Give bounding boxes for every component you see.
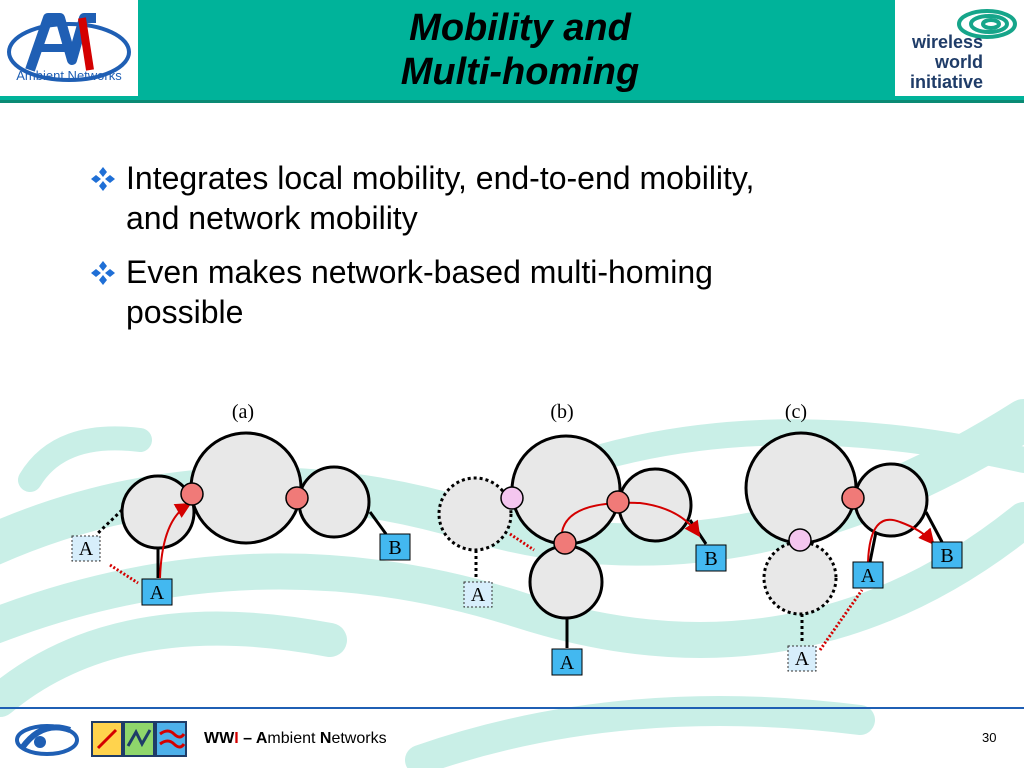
handover-arrow <box>109 563 139 585</box>
node-label: A <box>471 584 486 606</box>
node-label-box <box>551 648 583 676</box>
solid-link <box>368 511 388 535</box>
network-cloud <box>510 434 622 546</box>
dotted-link <box>94 508 124 537</box>
node-label: A <box>79 538 94 560</box>
panel-c: B A A <box>744 431 963 672</box>
panel-a: A A B <box>71 431 411 606</box>
anchor-node <box>553 531 577 555</box>
header-rule <box>0 100 1024 103</box>
route-arrow <box>867 518 935 563</box>
panel-b: A A B <box>437 434 727 676</box>
panel-label-a: (a) <box>232 401 254 423</box>
footer-text: WWI – Ambient Networks <box>204 730 387 748</box>
anchor-node <box>841 486 865 510</box>
footer-mbient: mbient <box>267 730 320 747</box>
title-line-1: Mobility and <box>409 7 631 49</box>
footer-n: N <box>319 730 332 747</box>
bullet-2-line-1: Even makes network-based multi-homing <box>126 254 713 290</box>
anchor-node <box>788 528 812 552</box>
footer-a: A <box>255 730 268 747</box>
footer-ww: WW <box>204 730 235 747</box>
bullet-1-line-2: and network mobility <box>126 200 418 236</box>
diamond-bullet-icon <box>91 167 115 191</box>
node-label: B <box>940 545 953 567</box>
right-logo-line3: initiative <box>910 72 983 92</box>
footer-etworks: etworks <box>331 730 387 747</box>
footer-dash: – <box>238 730 256 747</box>
node-label-box <box>379 533 411 561</box>
slide-title: Mobility and Multi-homing <box>300 6 740 94</box>
network-cloud <box>437 476 513 552</box>
panel-label-b: (b) <box>550 401 573 423</box>
node-label-box <box>931 541 963 569</box>
bullet-2-line-2: possible <box>126 294 244 330</box>
node-label-box <box>787 645 817 672</box>
bullet-item: Integrates local mobility, end-to-end mo… <box>90 158 920 238</box>
handover-arrow <box>818 589 864 651</box>
solid-link <box>868 531 878 563</box>
route-arrow <box>561 501 701 538</box>
node-label: A <box>795 648 810 670</box>
node-label-box <box>852 561 884 589</box>
anchor-node <box>285 486 309 510</box>
anchor-node <box>500 486 524 510</box>
solid-link <box>688 519 708 545</box>
network-cloud <box>853 462 929 538</box>
network-cloud <box>762 540 838 616</box>
handover-arrow <box>509 532 535 552</box>
node-label: B <box>388 537 401 559</box>
footer-logo-ist <box>91 721 187 757</box>
solid-link <box>924 511 944 543</box>
ambient-networks-logo: Ambient Networks <box>0 0 138 96</box>
node-label: B <box>704 548 717 570</box>
anchor-node <box>180 482 204 506</box>
panel-label-c: (c) <box>785 401 807 423</box>
bullet-item: Even makes network-based multi-homing po… <box>90 252 920 332</box>
node-label: A <box>560 652 575 674</box>
network-cloud <box>744 431 858 545</box>
node-label: A <box>861 565 876 587</box>
anchor-node <box>606 490 630 514</box>
title-line-2: Multi-homing <box>400 51 640 93</box>
node-label-box <box>141 578 173 606</box>
node-label: A <box>150 582 165 604</box>
diamond-bullet-icon <box>91 261 115 285</box>
footer-logo-eu <box>15 724 79 756</box>
node-label-box <box>71 535 101 562</box>
left-logo-text: Ambient Networks <box>16 68 122 83</box>
right-logo-line2: world <box>934 52 983 72</box>
right-logo-line1: wireless <box>911 32 983 52</box>
bullet-1-line-1: Integrates local mobility, end-to-end mo… <box>126 160 755 196</box>
network-cloud <box>297 465 371 539</box>
mobility-diagram: (a) (b) (c) A A B <box>71 401 963 676</box>
footer-i: I <box>234 730 239 747</box>
network-cloud <box>528 544 604 620</box>
page-number: 30 <box>982 730 997 745</box>
header-band <box>0 0 1024 100</box>
wireless-world-initiative-logo: wireless world initiative <box>895 0 1024 96</box>
route-arrow <box>159 502 192 579</box>
network-cloud <box>189 431 303 545</box>
node-label-box <box>463 581 493 608</box>
node-label-box <box>695 544 727 572</box>
footer-rule <box>0 707 1024 709</box>
bullet-list: Integrates local mobility, end-to-end mo… <box>90 158 920 346</box>
